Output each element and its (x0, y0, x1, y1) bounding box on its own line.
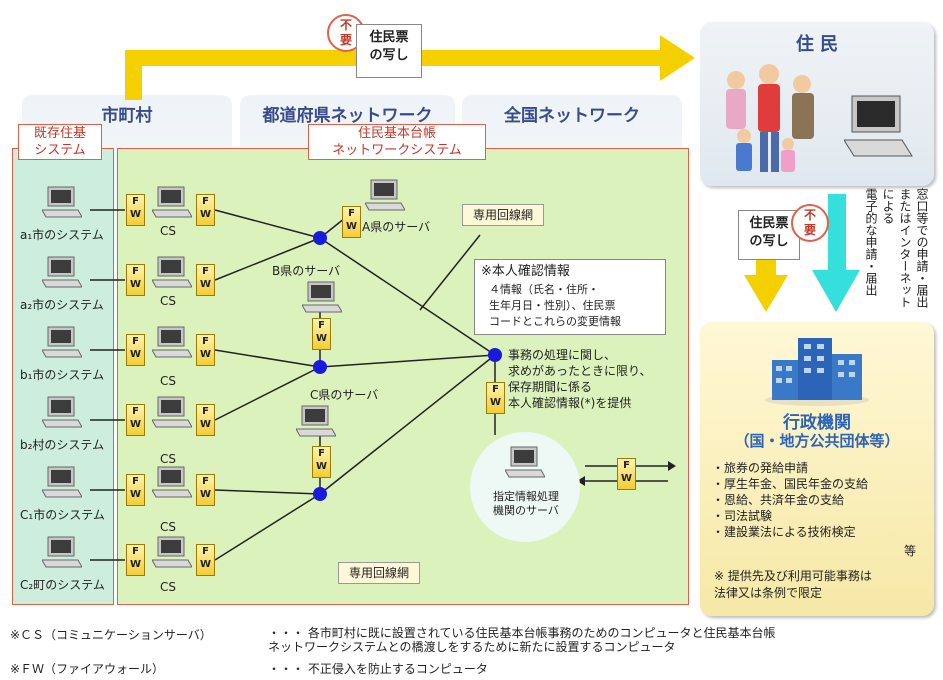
dedicated-line-callout: 専用回線網 (338, 562, 420, 584)
middle-unnecessary-badge: 不 要 (791, 204, 829, 242)
vertical-text-line: 電子的な申請・届出 (864, 188, 878, 296)
national-title: 全国ネットワーク (504, 106, 640, 126)
cs-label: CS (160, 224, 176, 238)
computer-icon (295, 404, 337, 438)
municipal-system-label: C₂町のシステム (20, 578, 105, 592)
existing-system-region (12, 148, 114, 605)
municipal-system-label: a₁市のシステム (20, 228, 104, 242)
network-node (313, 231, 327, 245)
list-item: ・恩給、共済年金の支給 (712, 493, 845, 507)
middle-arrows (744, 194, 860, 312)
municipal-system-label: b₂村のシステム (20, 438, 105, 452)
computer-icon (844, 95, 913, 157)
middle-resident-copy-label: 住民票 の写し (738, 210, 800, 260)
computer-icon (301, 280, 343, 314)
network-node (313, 360, 327, 374)
family-icon (726, 64, 814, 172)
computer-icon (504, 445, 546, 479)
computer-icon (41, 325, 83, 359)
footnote-cs-term: ※ＣＳ（コミュニケーションサーバ） (10, 628, 212, 642)
vertical-text-line: 窓口等での申請・届出 (915, 188, 929, 308)
list-item: ・司法試験 (712, 509, 773, 523)
computer-icon (41, 535, 83, 569)
computer-icon (41, 185, 83, 219)
top-resident-copy-label: 住民票 の写し (356, 24, 422, 78)
identity-info-body: ４情報（氏名・住所・ 生年月日・性別）、住民票 コードとこれらの変更情報 (489, 283, 621, 328)
network-node (313, 487, 327, 501)
agency-note: ※ 提供先及び利用可能事務は 法律又は条例で限定 (714, 569, 872, 600)
municipal-system-label: b₁市のシステム (20, 368, 105, 382)
municipal-system-label: a₂市のシステム (20, 298, 104, 312)
computer-icon (151, 255, 193, 289)
municipal-system-label: C₁市のシステム (20, 508, 105, 522)
server-b-label: B県のサーバ (272, 264, 341, 278)
provision-text: 事務の処理に関し、 求めがあったときに限り、 保存期間に係る 本人確認情報(*)… (508, 348, 652, 410)
agency-box: 行政機関 （国・地方公共団体等） ・旅券の発給申請 ・厚生年金、国民年金の支給 … (700, 322, 934, 616)
computer-icon (41, 255, 83, 289)
agency-title: 行政機関 (783, 413, 851, 433)
computer-icon (151, 465, 193, 499)
agency-services-list: ・旅券の発給申請 ・厚生年金、国民年金の支給 ・恩給、共済年金の支給 ・司法試験… (712, 460, 868, 540)
list-item: ・建設業法による技術検定 (712, 525, 856, 539)
identity-info-box: ※本人確認情報 ４情報（氏名・住所・ 生年月日・性別）、住民票 コードとこれらの… (474, 259, 666, 335)
footnote-cs-desc: ・・・ 各市町村に既に設置されている住民基本台帳事務のためのコンピュータと住民基… (268, 626, 776, 654)
dedicated-line-callout: 専用回線網 (462, 204, 544, 226)
computer-icon (151, 325, 193, 359)
cs-label: CS (160, 294, 176, 308)
application-vertical-text: 窓口等での申請・届出 またはインターネットによる 電子的な申請・届出 (864, 188, 930, 314)
server-c-label: C県のサーバ (310, 388, 379, 402)
server-a-label: A県のサーバ (362, 220, 431, 234)
top-arrow (125, 35, 695, 100)
cs-label: CS (160, 580, 176, 594)
computer-icon (151, 395, 193, 429)
vertical-text-line: またはインターネットによる (881, 188, 912, 308)
cs-label: CS (160, 520, 176, 534)
identity-info-title: ※本人確認情報 (481, 264, 570, 279)
computer-icon (364, 178, 406, 212)
designated-server-label: 指定情報処理 機関のサーバ (493, 490, 559, 517)
list-item: ・厚生年金、国民年金の支給 (712, 477, 869, 491)
prefecture-title: 都道府県ネットワーク (262, 106, 433, 126)
residents-box: 住 民 (700, 22, 934, 186)
computer-icon (41, 465, 83, 499)
footnote-fw-desc: ・・・ 不正侵入を防止するコンピュータ (268, 662, 488, 676)
agency-subtitle: （国・地方公共団体等） (734, 432, 900, 450)
computer-icon (151, 185, 193, 219)
residents-title: 住 民 (795, 34, 839, 55)
building-icon (765, 338, 869, 406)
network-node (488, 348, 502, 362)
agency-etc: 等 (903, 544, 916, 558)
existing-system-label: 既存住基 システム (18, 124, 102, 160)
computer-icon (41, 395, 83, 429)
basic-network-label: 住民基本台帳 ネットワークシステム (308, 124, 486, 160)
computer-icon (151, 535, 193, 569)
municipality-title: 市町村 (101, 106, 153, 126)
footnote-fw-term: ※ＦＷ（ファイアウォール） (10, 662, 165, 676)
list-item: ・旅券の発給申請 (712, 461, 809, 475)
cs-label: CS (160, 452, 176, 466)
cs-label: CS (160, 374, 176, 388)
